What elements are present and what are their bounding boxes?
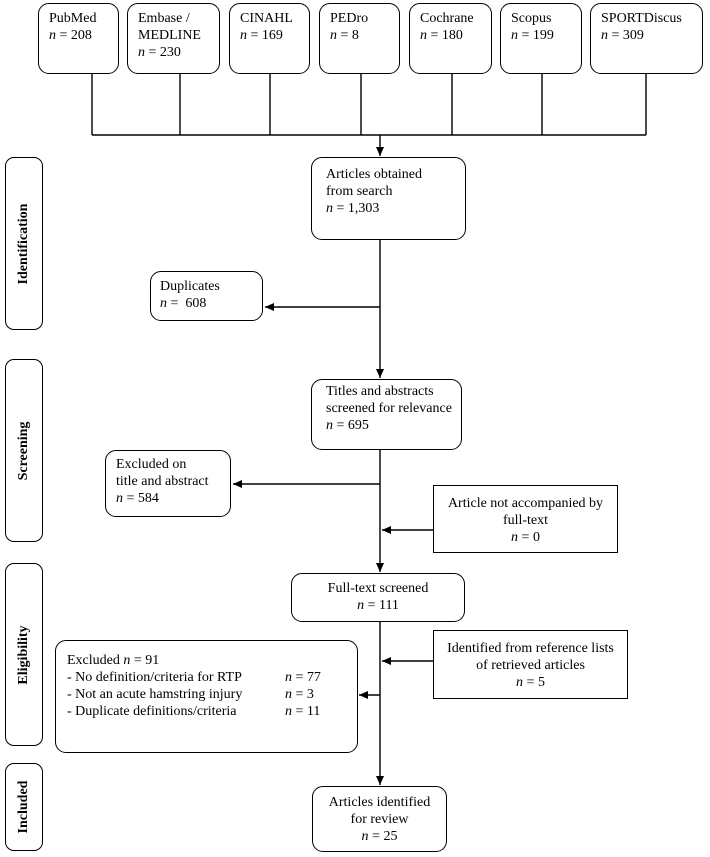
source-box-cochrane: Cochrane n = 180: [409, 3, 492, 74]
source-name: SPORTDiscus: [601, 11, 682, 26]
source-name-line2: MEDLINE: [138, 28, 201, 43]
exclusion-reason-row: - No definition/criteria for RTP n = 77: [67, 670, 321, 685]
source-box-embase-medline: Embase / MEDLINE n = 230: [127, 3, 220, 74]
stage-label-screening: Screening: [5, 359, 43, 542]
exclusion-reason-row: - Duplicate definitions/criteria n = 11: [67, 704, 321, 719]
stage-label-included: Included: [5, 763, 43, 851]
source-name: Embase /: [138, 11, 190, 26]
source-name: Scopus: [511, 11, 552, 26]
source-count: n = 230: [138, 45, 181, 60]
source-count: n = 169: [240, 28, 283, 43]
source-count: n = 309: [601, 28, 644, 43]
source-count: n = 8: [330, 28, 359, 43]
titles-abstracts-box: Titles and abstracts screened for releva…: [311, 379, 462, 450]
stage-label-identification: Identification: [5, 157, 43, 330]
fulltext-screened-box: Full-text screened n = 111: [291, 573, 465, 622]
duplicates-box: Duplicates n = 608: [150, 271, 263, 321]
excluded-total: Excluded n = 91: [67, 653, 160, 668]
source-box-pubmed: PubMed n = 208: [38, 3, 119, 74]
stage-label-eligibility: Eligibility: [5, 563, 43, 746]
no-fulltext-box: Article not accompanied by full-text n =…: [433, 485, 618, 553]
source-box-scopus: Scopus n = 199: [500, 3, 582, 74]
source-name: CINAHL: [240, 11, 293, 26]
articles-obtained-box: Articles obtained from search n = 1,303: [311, 157, 466, 240]
source-box-cinahl: CINAHL n = 169: [229, 3, 310, 74]
source-name: PEDro: [330, 11, 369, 26]
excluded-title-abstract-box: Excluded on title and abstract n = 584: [105, 450, 231, 517]
source-count: n = 199: [511, 28, 554, 43]
source-name: PubMed: [49, 11, 97, 26]
included-box: Articles identified for review n = 25: [312, 786, 447, 852]
source-box-pedro: PEDro n = 8: [319, 3, 400, 74]
source-count: n = 180: [420, 28, 463, 43]
exclusion-reason-row: - Not an acute hamstring injury n = 3: [67, 687, 314, 702]
source-count: n = 208: [49, 28, 92, 43]
reference-lists-box: Identified from reference lists of retri…: [433, 630, 628, 699]
source-name: Cochrane: [420, 11, 474, 26]
source-box-sportdiscus: SPORTDiscus n = 309: [590, 3, 703, 74]
excluded-fulltext-box: Excluded n = 91 - No definition/criteria…: [55, 640, 358, 753]
